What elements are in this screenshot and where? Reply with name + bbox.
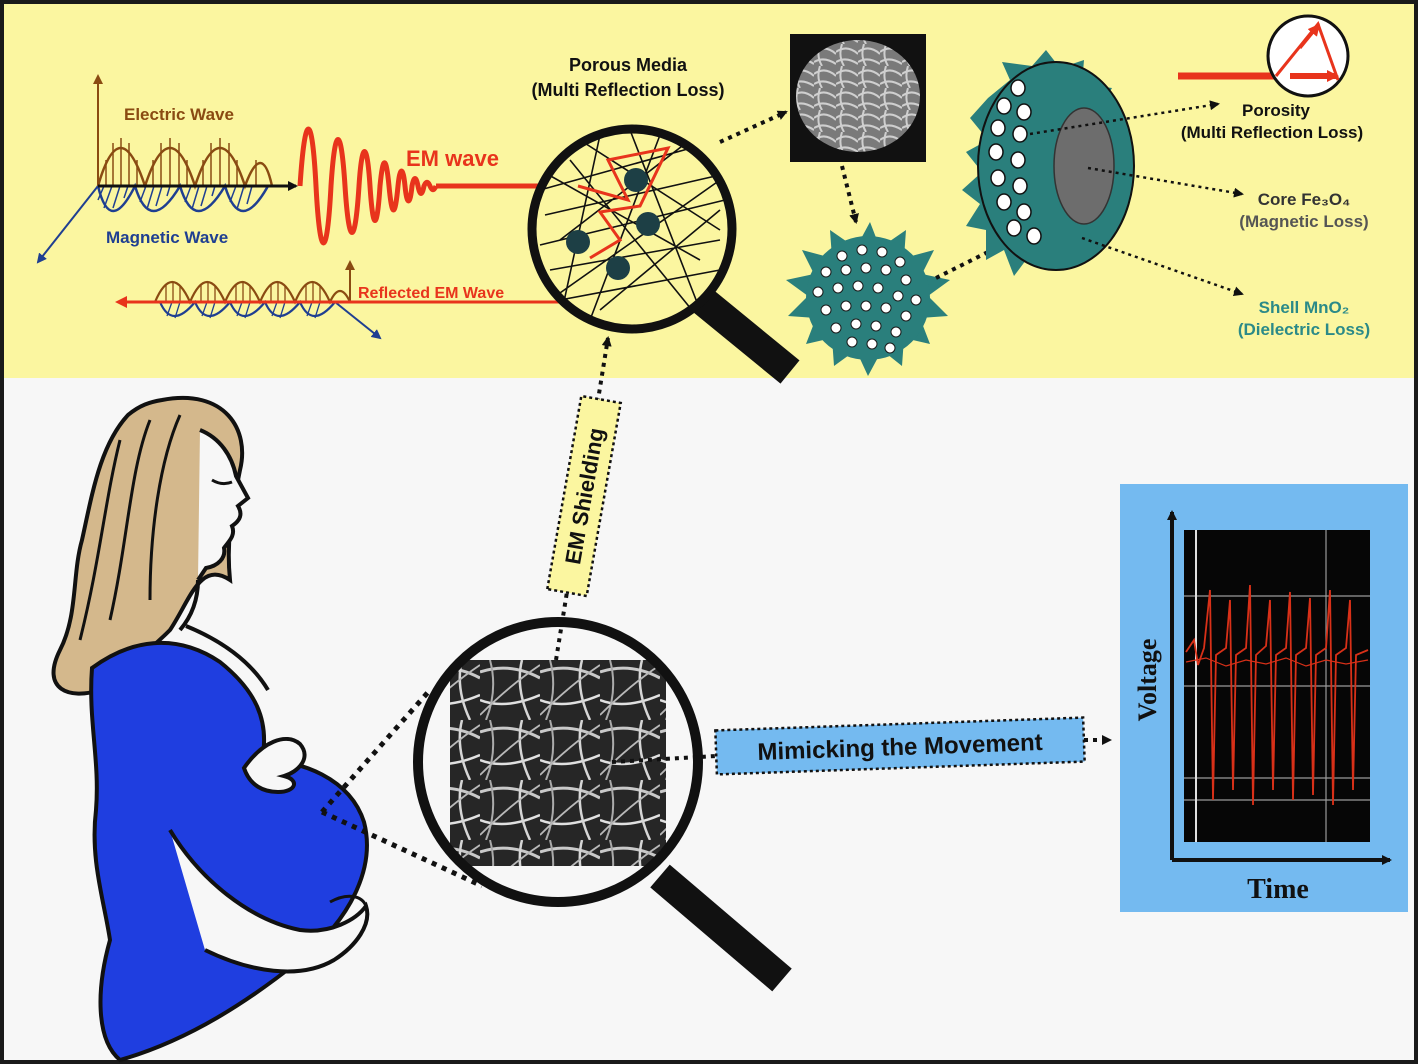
belly-to-lens-dots-2 bbox=[320, 809, 484, 889]
multi-reflection-path bbox=[577, 145, 671, 260]
porous-particles bbox=[566, 168, 660, 280]
em-wave-packet bbox=[297, 126, 439, 246]
shell-leader bbox=[1081, 236, 1244, 297]
electric-wave-hatching bbox=[105, 138, 257, 186]
magnetic-wave-hatching bbox=[97, 185, 253, 210]
magnifier-handle-bottom bbox=[650, 864, 792, 992]
porous-media-magnifier: Porous Media (Multi Reflection Loss) bbox=[527, 55, 800, 384]
porous-media-subtitle: (Multi Reflection Loss) bbox=[532, 80, 725, 100]
porous-fibers bbox=[539, 129, 726, 321]
electric-wave-curve bbox=[96, 146, 274, 190]
wave-depth-axis bbox=[36, 185, 99, 264]
shell-sublabel: (Dielectric Loss) bbox=[1238, 320, 1370, 339]
porous-media-title: Porous Media bbox=[569, 55, 688, 75]
core-label: Core Fe₃O₄ bbox=[1258, 190, 1350, 209]
time-axis-label: Time bbox=[1247, 874, 1309, 905]
sem-to-particle-dots bbox=[840, 165, 859, 224]
reflection-circle-icon bbox=[1178, 14, 1350, 98]
magnifier-rim-top bbox=[527, 124, 737, 334]
upper-hand bbox=[241, 737, 307, 795]
reflected-magnetic-curve bbox=[158, 299, 336, 318]
face-profile bbox=[196, 428, 251, 582]
reflected-depth-line bbox=[334, 301, 382, 340]
mimicking-tag: Mimicking the Movement bbox=[714, 716, 1086, 776]
voltage-graph: Voltage Time bbox=[1120, 484, 1408, 912]
lower-arm bbox=[168, 828, 370, 974]
sem-thumbnail bbox=[790, 34, 926, 162]
voltage-trace bbox=[1185, 584, 1369, 806]
porosity-sublabel: (Multi Reflection Loss) bbox=[1181, 123, 1363, 142]
porosity-label: Porosity bbox=[1242, 101, 1311, 120]
electric-wave-label: Electric Wave bbox=[124, 105, 234, 124]
magnifier-rim-bottom bbox=[413, 617, 703, 907]
core-sublabel: (Magnetic Loss) bbox=[1239, 212, 1368, 231]
core-leader bbox=[1087, 166, 1244, 198]
reflected-electric-hatching bbox=[165, 282, 321, 302]
magnetic-wave-label: Magnetic Wave bbox=[106, 228, 228, 247]
oscilloscope-grid bbox=[1184, 530, 1370, 842]
core-shell-particle bbox=[962, 50, 1135, 276]
reflected-magnetic-hatching bbox=[166, 301, 321, 319]
fiber-magnifier bbox=[413, 617, 792, 992]
voltage-axis-label: Voltage bbox=[1133, 639, 1162, 722]
belly-to-lens-dots-1 bbox=[320, 688, 432, 814]
pregnant-woman-illustration bbox=[51, 396, 370, 1063]
reflected-em-wave-label: Reflected EM Wave bbox=[358, 285, 504, 302]
em-wave-label: EM wave bbox=[406, 146, 499, 171]
wave-diagram: Electric Wave Magnetic Wave EM wave Refl… bbox=[36, 74, 581, 340]
fiber-sem-image bbox=[450, 660, 666, 866]
nanoparticle-icon bbox=[786, 222, 950, 376]
shell-label: Shell MnO₂ bbox=[1259, 298, 1350, 317]
magnifier-handle-top bbox=[692, 288, 800, 384]
lens-to-sem-dots bbox=[719, 110, 788, 144]
